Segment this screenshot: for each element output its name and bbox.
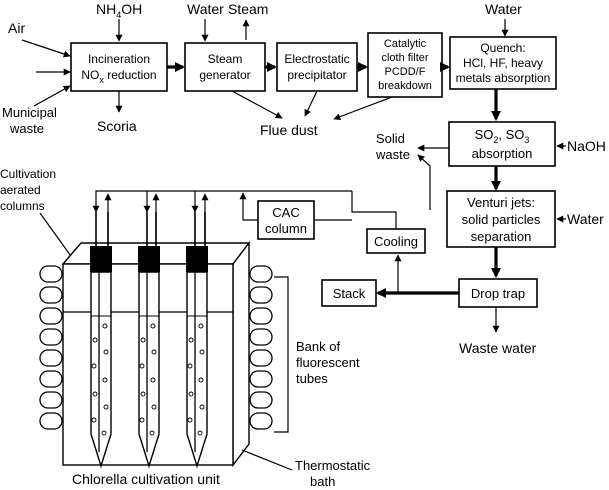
cultivation-column-3 [186, 212, 208, 469]
thermostatic-label-1: Thermostatic [295, 458, 371, 473]
chlorella-unit-label: Chlorella cultivation unit [72, 471, 220, 487]
svg-text:NH4OH: NH4OH [96, 1, 142, 20]
cac-outlet-arrow [239, 192, 258, 221]
stack-box: Stack [321, 279, 377, 307]
solid-waste-label-2: waste [375, 147, 410, 162]
svg-text:Electrostatic: Electrostatic [284, 52, 349, 66]
svg-text:Cooling: Cooling [374, 234, 418, 249]
venturi-jets-box: Venturi jets: solid particles separation [446, 190, 556, 248]
catalytic-filter-box: Catalytic cloth filter PCDD/F breakdown [367, 32, 443, 98]
so2-absorption-box: SO2, SO3 absorption [448, 121, 556, 167]
scoria-label: Scoria [97, 118, 137, 134]
incineration-box: Incineration NOx reduction [70, 42, 168, 92]
cooling-return-line [351, 191, 397, 229]
solid-waste-label-1: Solid [376, 131, 405, 146]
svg-text:Incineration: Incineration [88, 52, 150, 66]
venturi-solid-waste-arrow [417, 154, 431, 210]
municipal-waste-label-2: waste [9, 121, 44, 136]
flue-dust-arrow-electro [304, 90, 318, 117]
svg-text:CAC: CAC [272, 205, 299, 220]
svg-text:HCl, HF, heavy: HCl, HF, heavy [463, 56, 543, 70]
fluorescent-tubes-left [39, 265, 63, 430]
svg-text:PCDD/F: PCDD/F [385, 66, 426, 78]
thermostatic-pointer [241, 449, 293, 471]
svg-text:NOx reduction: NOx reduction [81, 68, 156, 85]
water-label-top-2: Water [485, 1, 522, 17]
gas-header-line [92, 190, 352, 213]
naoh-label: NaOH [567, 138, 606, 154]
bank-label-3: tubes [296, 371, 328, 386]
svg-text:column: column [265, 221, 307, 236]
water-right-label: Water [567, 211, 604, 227]
svg-text:Quench:: Quench: [480, 41, 525, 55]
bank-label-2: fluorescent [296, 355, 360, 370]
steam-generator-box: Steam generator [184, 42, 266, 92]
svg-text:separation: separation [471, 229, 532, 244]
waste-water-label: Waste water [459, 340, 537, 356]
svg-text:generator: generator [199, 68, 250, 82]
cultivation-column-2 [138, 212, 160, 469]
nh4oh-label: NH4OH [96, 1, 142, 20]
fluorescent-tubes-right [249, 265, 273, 430]
svg-text:SO2, SO3: SO2, SO3 [475, 127, 530, 145]
cultivation-label-2: aerated [0, 183, 41, 197]
cac-column-box: CAC column [257, 200, 315, 240]
tube-bank-bracket [274, 276, 289, 433]
cooling-box: Cooling [366, 228, 426, 254]
thermostatic-label-2: bath [310, 474, 335, 489]
electrostatic-precipitator-box: Electrostatic precipitator [276, 42, 358, 92]
svg-text:solid particles: solid particles [462, 212, 541, 227]
quench-box: Quench: HCl, HF, heavy metals absorption [449, 36, 557, 90]
municipal-waste-label-1: Municipal [2, 105, 57, 120]
water-label-top-1: Water [187, 1, 224, 17]
svg-text:Stack: Stack [333, 286, 366, 301]
svg-text:Drop trap: Drop trap [471, 286, 525, 301]
svg-text:Catalytic: Catalytic [384, 38, 427, 50]
flue-dust-label: Flue dust [260, 122, 318, 138]
svg-text:metals absorption: metals absorption [456, 71, 551, 85]
flue-dust-arrow-steam [231, 90, 283, 119]
flue-dust-arrow-catalytic [333, 96, 393, 121]
cultivation-label-1: Cultivation [0, 167, 56, 181]
drop-trap-box: Drop trap [458, 278, 538, 308]
air-label: Air [8, 20, 25, 36]
steam-label: Steam [228, 1, 268, 17]
svg-text:cloth filter: cloth filter [381, 52, 428, 64]
municipal-waste-arrow [33, 85, 71, 107]
svg-text:breakdown: breakdown [378, 80, 432, 92]
svg-text:Venturi jets:: Venturi jets: [467, 195, 535, 210]
svg-text:Steam: Steam [208, 52, 243, 66]
svg-text:precipitator: precipitator [287, 68, 346, 82]
air-arrow [21, 39, 71, 58]
cultivation-label-3: columns [0, 199, 45, 213]
svg-text:absorption: absorption [472, 146, 533, 161]
bank-label-1: Bank of [296, 339, 340, 354]
cultivation-column-1 [90, 212, 112, 469]
